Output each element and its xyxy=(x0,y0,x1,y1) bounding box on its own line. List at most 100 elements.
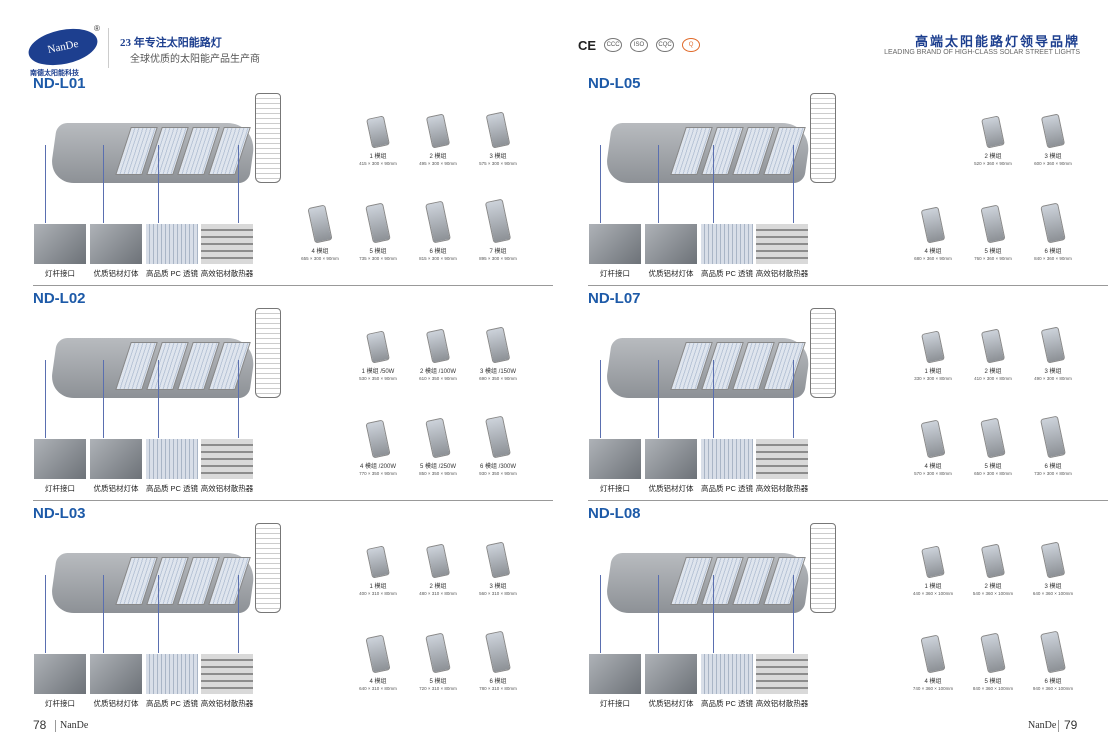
variant-dimensions: 640 × 310 × 80mm xyxy=(359,686,397,691)
variant-image xyxy=(981,115,1005,149)
section-divider xyxy=(588,285,1108,286)
variant-label: 5 模组 xyxy=(429,679,447,685)
variant-label: 3 模组 xyxy=(1044,584,1062,590)
variant-label: 6 模组 /300W xyxy=(479,464,516,470)
variant-dimensions: 735 × 300 × 90mm xyxy=(359,256,397,261)
product-section-nd-l05: ND-L05 灯杆接口 优质铝材灯体 高品质 PC 透镜 高效铝材散热器 2 模… xyxy=(588,75,1108,290)
variant-item: 4 模组 640 × 310 × 80mm xyxy=(348,630,408,691)
variant-dimensions: 490 × 300 × 80mm xyxy=(1034,376,1072,381)
variant-label: 3 模组 xyxy=(489,154,507,160)
footer-brand-right: NanDe xyxy=(1028,720,1057,731)
variant-item: 3 模组 600 × 360 × 90mm xyxy=(1023,105,1083,166)
feature-thumbnail xyxy=(145,653,199,695)
street-light-main-image xyxy=(603,543,813,623)
variant-dimensions: 940 × 360 × 100mm xyxy=(1032,686,1074,691)
variant-label: 2 模组 xyxy=(429,154,447,160)
variant-item: 5 模组 /250W 850 × 350 × 90mm xyxy=(408,415,468,476)
variant-item: 4 模组 570 × 300 × 80mm xyxy=(903,415,963,476)
feature-caption: 灯杆接口 xyxy=(45,269,75,278)
variant-dimensions: 520 × 360 × 90mm xyxy=(974,161,1012,166)
variant-image xyxy=(980,417,1006,459)
variant-item: 3 模组 575 × 300 × 90mm xyxy=(468,105,528,166)
variant-dimensions: 850 × 350 × 90mm xyxy=(419,471,457,476)
feature-caption: 优质铝材灯体 xyxy=(648,484,694,493)
variant-item: 2 模组 520 × 360 × 90mm xyxy=(963,105,1023,166)
slogan-line1: 23 年专注太阳能路灯 xyxy=(120,37,222,49)
street-light-main-image xyxy=(603,328,813,408)
variant-item: 3 模组 /150W 690 × 350 × 90mm xyxy=(468,320,528,381)
variant-label: 2 模组 xyxy=(984,584,1002,590)
product-title: ND-L03 xyxy=(33,505,86,522)
variant-dimensions: 560 × 310 × 80mm xyxy=(479,591,517,596)
variant-item: 4 模组 740 × 360 × 100mm xyxy=(903,630,963,691)
section-divider xyxy=(33,500,553,501)
variant-label: 7 模组 xyxy=(489,249,507,255)
callout-line xyxy=(600,360,601,438)
callout-line xyxy=(600,575,601,653)
variant-item: 1 模组 440 × 360 × 100mm xyxy=(903,535,963,596)
dimension-drawing xyxy=(810,93,836,183)
variant-image xyxy=(920,206,946,244)
callout-line xyxy=(103,145,104,223)
variant-item: 1 模组 400 × 310 × 80mm xyxy=(348,535,408,596)
variant-image xyxy=(485,111,511,149)
variant-dimensions: 575 × 300 × 90mm xyxy=(479,161,517,166)
variant-dimensions: 480 × 310 × 80mm xyxy=(419,591,457,596)
product-section-nd-l07: ND-L07 灯杆接口 优质铝材灯体 高品质 PC 透镜 高效铝材散热器 1 模… xyxy=(588,290,1108,505)
product-title: ND-L02 xyxy=(33,290,86,307)
feature-thumbnail xyxy=(200,223,254,265)
callout-line xyxy=(658,575,659,653)
variant-label: 5 模组 xyxy=(984,249,1002,255)
footer-divider xyxy=(55,720,56,732)
feature-thumbnail xyxy=(33,653,87,695)
feature-caption: 高效铝材散热器 xyxy=(755,269,809,278)
variant-image xyxy=(366,115,390,149)
ccc-icon: CCC xyxy=(604,38,623,52)
product-section-nd-l02: ND-L02 灯杆接口 优质铝材灯体 高品质 PC 透镜 高效铝材散热器 1 模… xyxy=(33,290,553,505)
variant-image xyxy=(1040,541,1066,579)
variant-image xyxy=(980,204,1006,244)
feature-thumbnail xyxy=(755,438,809,480)
feature-thumbnail xyxy=(33,438,87,480)
page-number-left: 78 xyxy=(33,718,47,732)
variant-image xyxy=(366,545,390,579)
feature-caption: 优质铝材灯体 xyxy=(93,269,139,278)
footer-brand-left: NanDe xyxy=(60,720,89,731)
variant-label: 4 模组 xyxy=(924,249,942,255)
callout-line xyxy=(158,575,159,653)
callout-line xyxy=(238,575,239,653)
callout-line xyxy=(793,360,794,438)
callout-line xyxy=(658,360,659,438)
variant-label: 1 模组 xyxy=(369,584,387,590)
feature-caption: 高效铝材散热器 xyxy=(200,699,254,708)
variant-image xyxy=(1040,630,1066,674)
variant-label: 3 模组 xyxy=(1044,369,1062,375)
variant-item: 6 模组 940 × 360 × 100mm xyxy=(1023,630,1083,691)
variant-label: 2 模组 /100W xyxy=(419,369,456,375)
variant-label: 2 模组 xyxy=(984,369,1002,375)
variant-image xyxy=(425,113,451,149)
variant-image xyxy=(484,198,512,244)
feature-caption: 灯杆接口 xyxy=(600,484,630,493)
variant-dimensions: 690 × 350 × 90mm xyxy=(479,376,517,381)
brand-slogan-cn: 高端太阳能路灯领导品牌 xyxy=(914,34,1080,49)
variant-image xyxy=(425,417,451,459)
variant-dimensions: 610 × 350 × 90mm xyxy=(419,376,457,381)
dimension-drawing xyxy=(810,523,836,613)
callout-line xyxy=(45,360,46,438)
feature-thumbnail xyxy=(89,223,143,265)
variant-dimensions: 570 × 300 × 80mm xyxy=(914,471,952,476)
variant-item: 4 模组 /200W 770 × 350 × 90mm xyxy=(348,415,408,476)
variant-label: 6 模组 xyxy=(489,679,507,685)
variant-item: 5 模组 735 × 300 × 90mm xyxy=(348,200,408,261)
variant-image xyxy=(921,545,945,579)
variant-image xyxy=(425,200,451,244)
variant-label: 3 模组 xyxy=(489,584,507,590)
dimension-drawing xyxy=(255,93,281,183)
variant-image xyxy=(1040,326,1066,364)
variant-item: 5 模组 720 × 310 × 80mm xyxy=(408,630,468,691)
feature-caption: 高效铝材散热器 xyxy=(200,269,254,278)
variant-image xyxy=(425,632,451,674)
variant-image xyxy=(1040,113,1066,149)
variant-label: 2 模组 xyxy=(984,154,1002,160)
